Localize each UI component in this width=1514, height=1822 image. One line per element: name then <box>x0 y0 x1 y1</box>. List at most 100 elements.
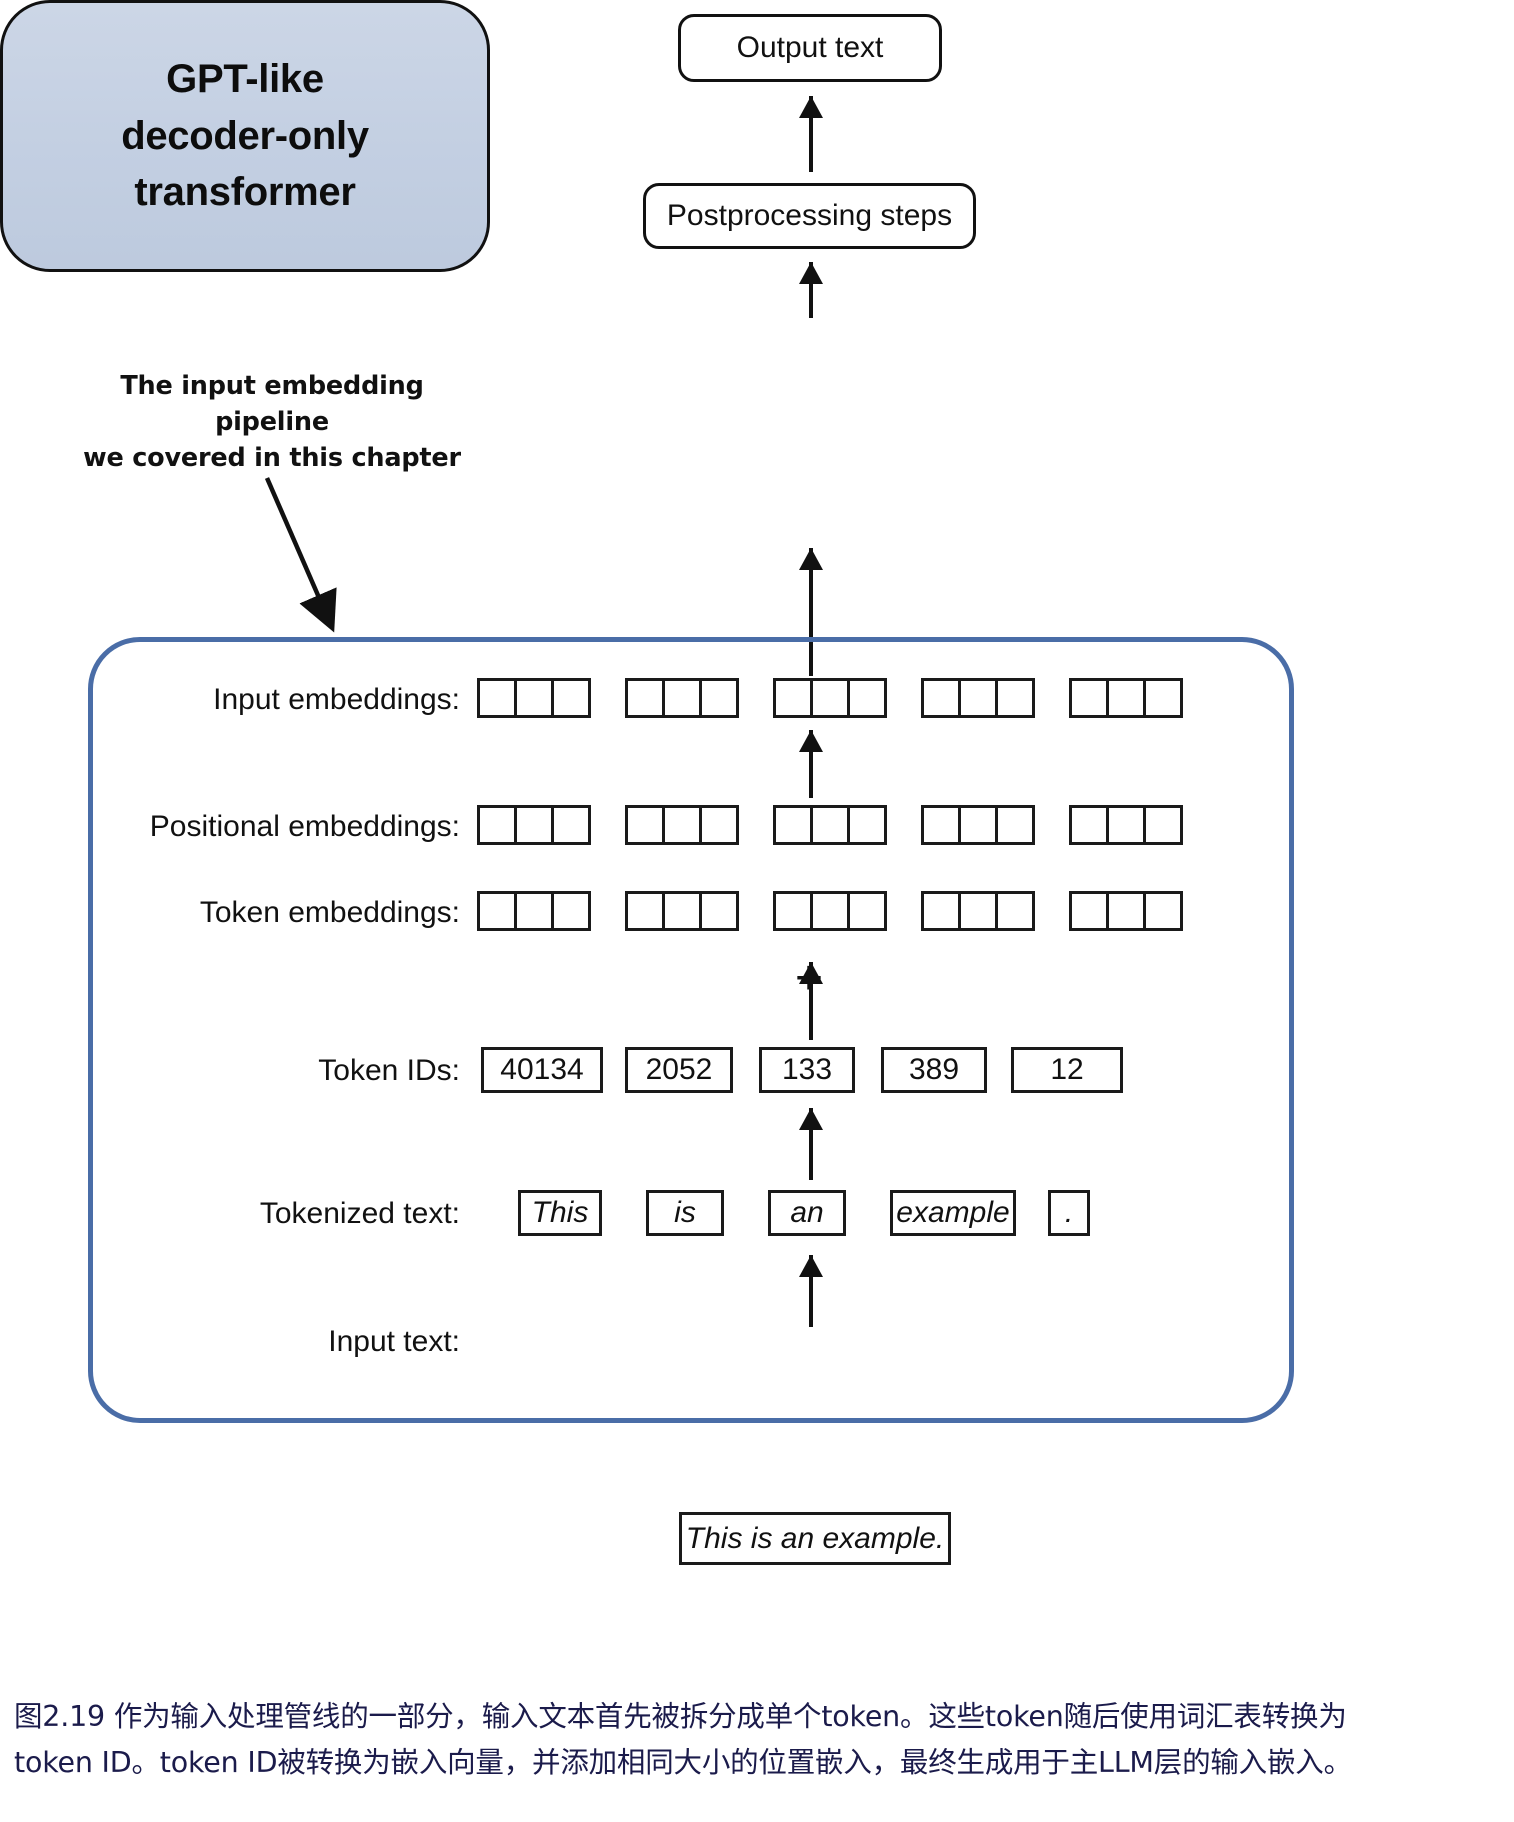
embedding-group <box>773 805 887 845</box>
embedding-cell <box>995 805 1035 845</box>
token-id-box: 133 <box>759 1047 855 1093</box>
token-ids-label: Token IDs: <box>318 1054 460 1087</box>
tokenized-text-box: . <box>1048 1190 1090 1236</box>
embedding-cell <box>810 678 850 718</box>
token-id-value: 389 <box>908 1053 960 1086</box>
token-id-value: 2052 <box>645 1053 713 1086</box>
embedding-group <box>625 678 739 718</box>
embedding-cell <box>773 891 813 931</box>
embedding-group <box>921 805 1035 845</box>
embedding-cell <box>514 805 554 845</box>
token-embeddings-row <box>477 891 1183 931</box>
embedding-cell <box>1143 805 1183 845</box>
embedding-cell <box>995 678 1035 718</box>
embedding-group <box>625 891 739 931</box>
embedding-cell <box>514 678 554 718</box>
embedding-group <box>773 678 887 718</box>
tokenized-text-value: . <box>1064 1196 1074 1229</box>
embedding-cell <box>773 678 813 718</box>
input-embeddings-label: Input embeddings: <box>213 683 460 716</box>
embedding-group <box>477 678 591 718</box>
embedding-cell <box>662 891 702 931</box>
embedding-cell <box>551 678 591 718</box>
embedding-group <box>773 891 887 931</box>
transformer-label-line1: GPT-like <box>166 56 324 101</box>
embedding-cell <box>1143 891 1183 931</box>
embedding-cell <box>625 891 665 931</box>
annotation-callout: The input embedding pipeline we covered … <box>62 368 482 477</box>
tokenized-text-box: is <box>646 1190 724 1236</box>
token-id-box: 389 <box>881 1047 987 1093</box>
caption-line-1: 图2.19 作为输入处理管线的一部分，输入文本首先被拆分成单个token。这些t… <box>14 1700 1347 1733</box>
embedding-cell <box>810 891 850 931</box>
tokenized-text-value: is <box>674 1196 696 1229</box>
embedding-cell <box>625 678 665 718</box>
embedding-cell <box>1069 678 1109 718</box>
embedding-cell <box>847 805 887 845</box>
embedding-cell <box>625 805 665 845</box>
input-embedding-pipeline-container <box>88 637 1294 1423</box>
tokenized-text-value: an <box>790 1196 824 1229</box>
embedding-group <box>477 891 591 931</box>
input-text-value: This is an example. <box>685 1521 945 1555</box>
embedding-cell <box>958 805 998 845</box>
embedding-cell <box>477 805 517 845</box>
annotation-line-1: The input embedding pipeline <box>120 371 424 438</box>
embedding-cell <box>921 891 961 931</box>
postprocessing-steps-box: Postprocessing steps <box>643 183 976 249</box>
tokenized-text-row: This is an example. <box>518 1190 1090 1236</box>
embedding-group <box>1069 678 1183 718</box>
embedding-cell <box>921 678 961 718</box>
embedding-cell <box>699 891 739 931</box>
token-embeddings-label: Token embeddings: <box>199 896 460 929</box>
embedding-cell <box>847 678 887 718</box>
embedding-group <box>625 805 739 845</box>
tokenized-text-box: an <box>768 1190 846 1236</box>
tokenized-text-value: example <box>896 1196 1010 1229</box>
input-text-box: This is an example. <box>679 1512 951 1565</box>
caption-line-2: token ID。token ID被转换为嵌入向量，并添加相同大小的位置嵌入，最… <box>14 1746 1352 1780</box>
postprocessing-steps-label: Postprocessing steps <box>666 199 953 232</box>
embedding-cell <box>958 678 998 718</box>
embedding-group <box>1069 891 1183 931</box>
embedding-cell <box>1143 678 1183 718</box>
embedding-cell <box>699 678 739 718</box>
gpt-transformer-box: GPT-like decoder-only transformer <box>0 0 490 272</box>
embedding-cell <box>514 891 554 931</box>
output-text-box: Output text <box>678 14 942 82</box>
embedding-cell <box>1106 805 1146 845</box>
embedding-cell <box>551 805 591 845</box>
embedding-cell <box>699 805 739 845</box>
input-embeddings-row <box>477 678 1183 718</box>
annotation-line-2: we covered in this chapter <box>83 443 461 474</box>
input-text-label: Input text: <box>328 1325 460 1358</box>
embedding-cell <box>995 891 1035 931</box>
figure-caption: 图2.19 作为输入处理管线的一部分，输入文本首先被拆分成单个token。这些t… <box>14 1694 1504 1786</box>
embedding-cell <box>662 805 702 845</box>
token-id-value: 40134 <box>500 1053 584 1086</box>
tokenized-text-value: This <box>531 1196 589 1229</box>
positional-embeddings-row <box>477 805 1183 845</box>
embedding-cell <box>662 678 702 718</box>
embedding-group <box>1069 805 1183 845</box>
embedding-cell <box>1106 891 1146 931</box>
transformer-label-line2: decoder-only <box>121 113 369 158</box>
tokenized-text-box: This <box>518 1190 602 1236</box>
token-id-box: 2052 <box>625 1047 733 1093</box>
token-ids-row: 40134 2052 133 389 12 <box>481 1047 1123 1093</box>
embedding-group <box>477 805 591 845</box>
embedding-cell <box>477 891 517 931</box>
tokenized-text-label: Tokenized text: <box>259 1197 460 1230</box>
embedding-cell <box>847 891 887 931</box>
embedding-cell <box>477 678 517 718</box>
token-id-value: 133 <box>781 1053 833 1086</box>
token-id-box: 40134 <box>481 1047 603 1093</box>
embedding-cell <box>958 891 998 931</box>
transformer-label-line3: transformer <box>134 170 356 215</box>
token-id-value: 12 <box>1050 1053 1084 1086</box>
embedding-cell <box>1106 678 1146 718</box>
embedding-cell <box>551 891 591 931</box>
annotation-arrow-icon <box>264 477 337 633</box>
embedding-cell <box>921 805 961 845</box>
token-id-box: 12 <box>1011 1047 1123 1093</box>
